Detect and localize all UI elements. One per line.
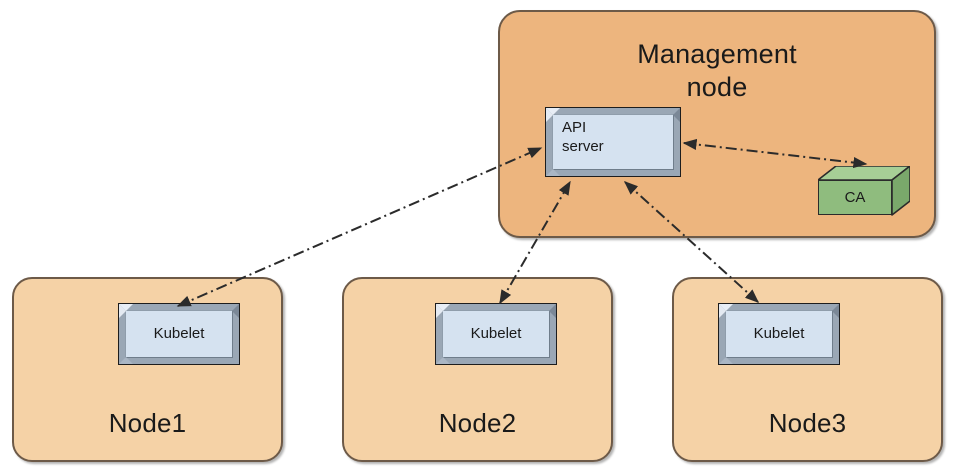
node-label-node1: Node1 (108, 408, 187, 438)
kubelet-face-node1 (125, 310, 233, 358)
node-label-node3: Node3 (768, 408, 847, 438)
ca-front-face (818, 180, 892, 215)
kubelet-box-node2[interactable]: Kubelet (435, 303, 557, 365)
bevel-bottom-facet (119, 357, 133, 364)
bevel-right-facet (832, 304, 839, 318)
bevel-right-facet (232, 304, 239, 318)
api-server-box[interactable]: API server (545, 107, 681, 177)
management-node-label: Management node (637, 39, 797, 102)
node-label-node2: Node2 (438, 408, 517, 438)
kubelet-box-node3[interactable]: Kubelet (718, 303, 840, 365)
bevel-left-facet (546, 108, 553, 122)
bevel-left-facet (119, 304, 126, 318)
bevel-top-facet (719, 304, 733, 311)
bevel-bottom-facet (436, 357, 450, 364)
api-server-face (552, 114, 674, 170)
kubelet-face-node3 (725, 310, 833, 358)
bevel-bottom-facet (546, 169, 560, 176)
kubelet-box-node1[interactable]: Kubelet (118, 303, 240, 365)
bevel-left-facet (719, 304, 726, 318)
kubelet-face-node2 (442, 310, 550, 358)
bevel-top-facet (546, 108, 560, 115)
bevel-left-facet (436, 304, 443, 318)
ca-box[interactable]: CA (818, 166, 910, 216)
bevel-right-facet (673, 108, 680, 122)
bevel-top-facet (436, 304, 450, 311)
bevel-bottom-facet (719, 357, 733, 364)
bevel-right-facet (549, 304, 556, 318)
bevel-top-facet (119, 304, 133, 311)
